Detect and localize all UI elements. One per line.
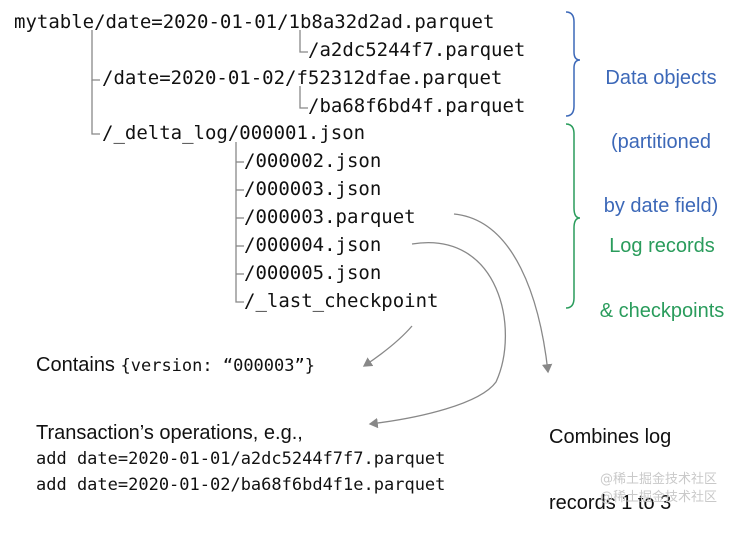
tree-json-5: /000005.json <box>244 262 382 284</box>
tree-last-checkpoint: /_last_checkpoint <box>244 290 439 312</box>
log-records-brace <box>565 123 581 309</box>
tree-file-a2dc: /a2dc5244f7.parquet <box>308 39 526 61</box>
tree-delta-log: /_delta_log/000001.json <box>102 122 366 144</box>
tree-line-delta-log <box>91 80 100 135</box>
tree-line-a2dc <box>299 30 308 53</box>
transaction-title: Transaction’s operations, e.g., <box>36 422 303 444</box>
connector-lines <box>91 11 581 429</box>
checkpoint-arrow <box>362 325 413 367</box>
tree-json-2: /000002.json <box>244 150 382 172</box>
tree-json-4: /000004.json <box>244 234 382 256</box>
tree-date2-file: /date=2020-01-02/f52312dfae.parquet <box>102 67 503 89</box>
tree-parquet-3: /000003.parquet <box>244 206 416 228</box>
data-objects-label: Data objects (partitioned by date field) <box>603 67 719 217</box>
parquet-arrow <box>453 213 553 374</box>
tree-json-3: /000003.json <box>244 178 382 200</box>
watermark-line-2: @稀土掘金技术社区 <box>600 490 718 505</box>
tree-line-ba68 <box>299 86 308 109</box>
tree-line-date2 <box>91 30 100 81</box>
contains-note: Contains {version: “000003”} <box>36 354 315 376</box>
tree-root-file: mytable/date=2020-01-01/1b8a32d2ad.parqu… <box>14 11 495 33</box>
transaction-line-2: add date=2020-01-02/ba68f6bd4f1e.parquet <box>36 475 446 495</box>
json-arrow <box>368 242 507 429</box>
combines-note: Combines log records 1 to 3 <box>549 426 672 514</box>
tree-file-ba68: /ba68f6bd4f.parquet <box>308 95 526 117</box>
watermark-line-1: @稀土掘金技术社区 <box>600 472 718 487</box>
log-records-label: Log records & checkpoints <box>599 235 725 322</box>
transaction-line-1: add date=2020-01-01/a2dc5244f7f7.parquet <box>36 449 446 469</box>
tree-line-log-files <box>235 142 244 303</box>
data-objects-brace <box>565 11 581 117</box>
